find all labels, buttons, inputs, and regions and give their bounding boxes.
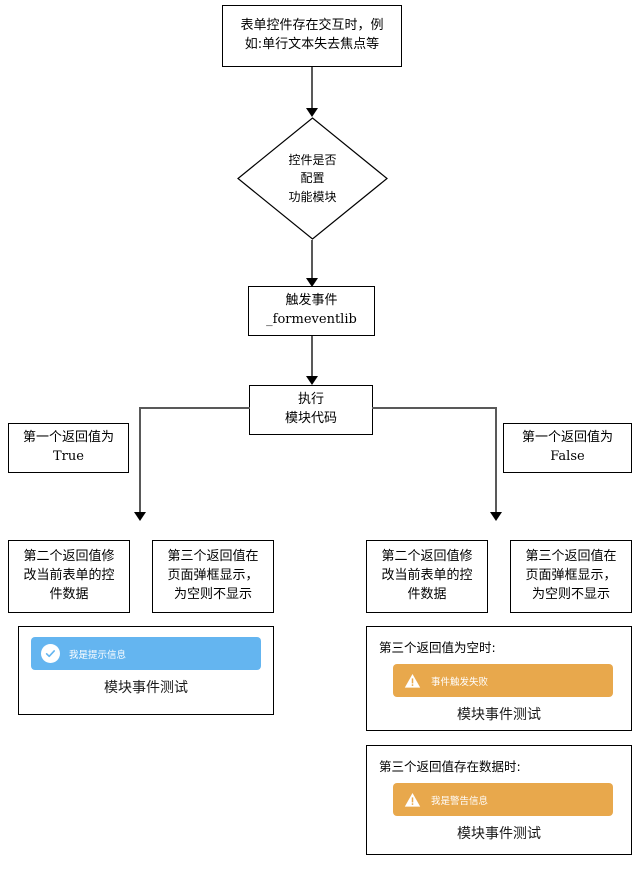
arrowhead-trigger-to-execute	[306, 376, 318, 385]
toast-warn-data[interactable]: 我是警告信息	[393, 783, 613, 816]
node-false-third-line2: 页面弹框显示，	[525, 568, 617, 584]
node-branch-false-line1: 第一个返回值为	[521, 430, 613, 446]
panel-warn-data-footer: 模块事件测试	[457, 826, 541, 842]
node-false-third-line3: 为空则不显示	[531, 586, 610, 602]
arrowhead-branch-true	[134, 512, 146, 521]
node-true-third-line2: 页面弹框显示，	[167, 568, 259, 584]
panel-warn-empty-caption: 第三个返回值为空时:	[379, 640, 496, 655]
toast-warn-data-text: 我是警告信息	[431, 795, 489, 807]
node-false-second-line3: 件数据	[407, 586, 447, 602]
node-branch-true-line2: True	[53, 449, 84, 464]
arrowhead-branch-false	[490, 512, 502, 521]
warning-triangle-glyph	[404, 673, 421, 688]
node-branch-true: 第一个返回值为 True	[8, 423, 129, 473]
node-trigger: 触发事件 _formeventlib	[248, 286, 375, 336]
toast-warn-empty-text: 事件触发失败	[431, 676, 489, 688]
panel-warn-empty-demo: 第三个返回值为空时: 事件触发失败 模块事件测试	[366, 626, 632, 731]
node-branch-true-line1: 第一个返回值为	[22, 430, 114, 446]
node-start-line2: 如:单行文本失去焦点等	[244, 37, 380, 52]
check-icon-glyph	[45, 650, 55, 658]
warning-triangle-icon	[403, 790, 422, 809]
connector-execute-left-vertical	[139, 407, 141, 514]
panel-warn-data-demo: 第三个返回值存在数据时: 我是警告信息 模块事件测试	[366, 745, 632, 855]
node-start: 表单控件存在交互时，例 如:单行文本失去焦点等	[222, 5, 402, 67]
arrowhead-start-to-decision	[306, 108, 318, 117]
arrowhead-decision-to-trigger	[306, 278, 318, 287]
node-branch-false-line2: False	[550, 449, 585, 464]
check-circle-icon	[41, 644, 60, 663]
connector-decision-to-trigger	[311, 240, 313, 282]
node-trigger-line2: _formeventlib	[266, 312, 357, 327]
node-trigger-line1: 触发事件	[285, 293, 338, 309]
node-decision-line3: 功能模块	[288, 189, 337, 204]
connector-execute-left-horizontal	[139, 407, 250, 409]
panel-warn-data-caption: 第三个返回值存在数据时:	[379, 759, 521, 774]
panel-info-demo: 我是提示信息 模块事件测试	[18, 626, 274, 715]
connector-execute-right-horizontal	[372, 407, 497, 409]
toast-info-text: 我是提示信息	[69, 649, 127, 661]
node-decision-line2: 配置	[300, 171, 325, 186]
node-false-third-line1: 第三个返回值在	[525, 549, 617, 565]
node-true-third-line1: 第三个返回值在	[167, 549, 259, 565]
node-branch-false: 第一个返回值为 False	[503, 423, 632, 473]
node-execute-line2: 模块代码	[284, 411, 337, 426]
connector-execute-right-vertical	[495, 407, 497, 514]
node-true-second-line2: 改当前表单的控	[23, 568, 115, 584]
node-start-line1: 表单控件存在交互时，例	[240, 18, 384, 34]
panel-warn-empty-footer: 模块事件测试	[457, 707, 541, 723]
node-true-third-line3: 为空则不显示	[173, 586, 252, 602]
connector-trigger-to-execute	[311, 336, 313, 380]
node-true-third-return: 第三个返回值在 页面弹框显示， 为空则不显示	[152, 540, 274, 613]
node-false-second-line1: 第二个返回值修	[381, 549, 473, 565]
node-decision-label: 控件是否 配置 功能模块	[237, 117, 388, 240]
warning-triangle-glyph	[404, 792, 421, 807]
node-execute: 执行 模块代码	[249, 385, 373, 435]
node-decision: 控件是否 配置 功能模块	[237, 117, 388, 240]
toast-warn-empty[interactable]: 事件触发失败	[393, 664, 613, 697]
diamond-shape	[237, 117, 388, 240]
node-true-second-return: 第二个返回值修 改当前表单的控 件数据	[8, 540, 130, 613]
node-false-second-return: 第二个返回值修 改当前表单的控 件数据	[366, 540, 488, 613]
warning-triangle-icon	[403, 671, 422, 690]
node-true-second-line1: 第二个返回值修	[23, 549, 115, 565]
panel-info-footer: 模块事件测试	[104, 680, 188, 696]
toast-info[interactable]: 我是提示信息	[31, 637, 261, 670]
node-decision-line1: 控件是否	[288, 152, 337, 167]
node-true-second-line3: 件数据	[49, 586, 89, 602]
node-false-second-line2: 改当前表单的控	[381, 568, 473, 584]
node-false-third-return: 第三个返回值在 页面弹框显示， 为空则不显示	[510, 540, 632, 613]
node-execute-line1: 执行	[297, 392, 324, 408]
connector-start-to-decision	[311, 67, 313, 110]
